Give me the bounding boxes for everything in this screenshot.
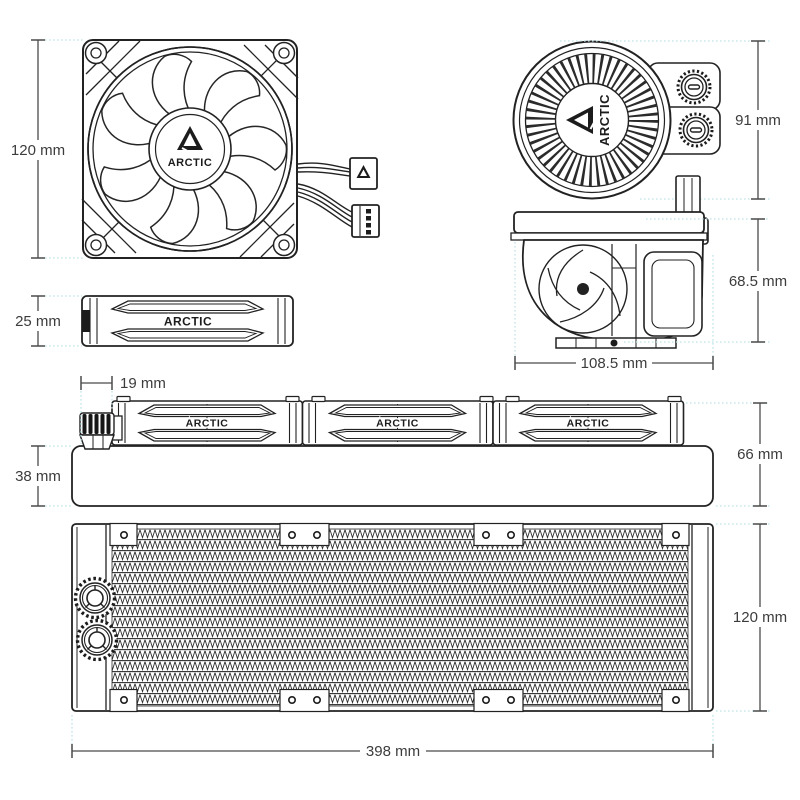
dim-fan-thickness: 25 mm	[11, 295, 82, 347]
radiator-fin-core	[111, 528, 689, 707]
pump-arctic-logo: ARCTIC	[566, 94, 612, 146]
fan-thickness-value: 25 mm	[15, 313, 61, 330]
pump-side-view	[510, 175, 709, 349]
pump-top-view: ARCTIC	[512, 40, 721, 200]
radiator-front-view	[71, 522, 714, 713]
radiator-fitting-1	[73, 576, 117, 620]
radiator-thickness-value: 38 mm	[15, 468, 61, 485]
pump-hose-fitting-2	[678, 112, 714, 148]
dim-fitting-width: 19 mm	[80, 375, 166, 444]
fan-pwm-connector	[351, 204, 380, 238]
dim-radiator-width: 120 mm	[716, 523, 791, 712]
assembly-height-value: 66 mm	[737, 446, 783, 463]
fan-side-brand: ARCTIC	[164, 315, 212, 329]
radiator-screw-holes	[120, 530, 680, 704]
radiator-side-body	[71, 445, 714, 507]
fan-side-view: ARCTIC	[81, 295, 294, 347]
assembly-fan-2	[301, 399, 495, 447]
pump-diameter-value: 91 mm	[735, 112, 781, 129]
pump-hose-fitting-1	[676, 69, 712, 105]
pump-brand-label: ARCTIC	[597, 94, 612, 146]
pump-height-value: 68.5 mm	[729, 273, 787, 290]
pump-length-value: 108.5 mm	[581, 355, 648, 372]
assembly-fan-1	[110, 399, 304, 447]
radiator-length-value: 398 mm	[366, 743, 420, 760]
fan-hub-brand: ARCTIC	[168, 157, 213, 169]
fan-cables	[297, 162, 353, 228]
dim-pump-height: 68.5 mm	[624, 218, 793, 343]
fan-mounting-holes	[84, 41, 296, 257]
fan-mount-tabs	[116, 395, 682, 403]
assembly-side-view	[71, 395, 714, 507]
assembly-fitting	[79, 412, 123, 450]
dim-radiator-length: 398 mm	[71, 715, 714, 761]
dim-assembly-height: 66 mm	[686, 402, 788, 507]
dim-pump-length: 108.5 mm	[514, 242, 714, 373]
assembly-fan-3	[491, 399, 685, 447]
fan-logo-connector	[349, 157, 378, 190]
radiator-fitting-2	[75, 618, 119, 662]
fan-front-view: ARCTIC	[81, 39, 380, 259]
fitting-width-value: 19 mm	[120, 375, 166, 392]
fan-size-value: 120 mm	[11, 142, 65, 159]
dim-radiator-thickness: 38 mm	[11, 445, 72, 507]
radiator-width-value: 120 mm	[733, 609, 787, 626]
dim-fan-size: 120 mm	[8, 39, 83, 259]
dim-pump-diameter: 91 mm	[560, 40, 788, 200]
arctic-logo: ARCTIC	[168, 126, 213, 169]
